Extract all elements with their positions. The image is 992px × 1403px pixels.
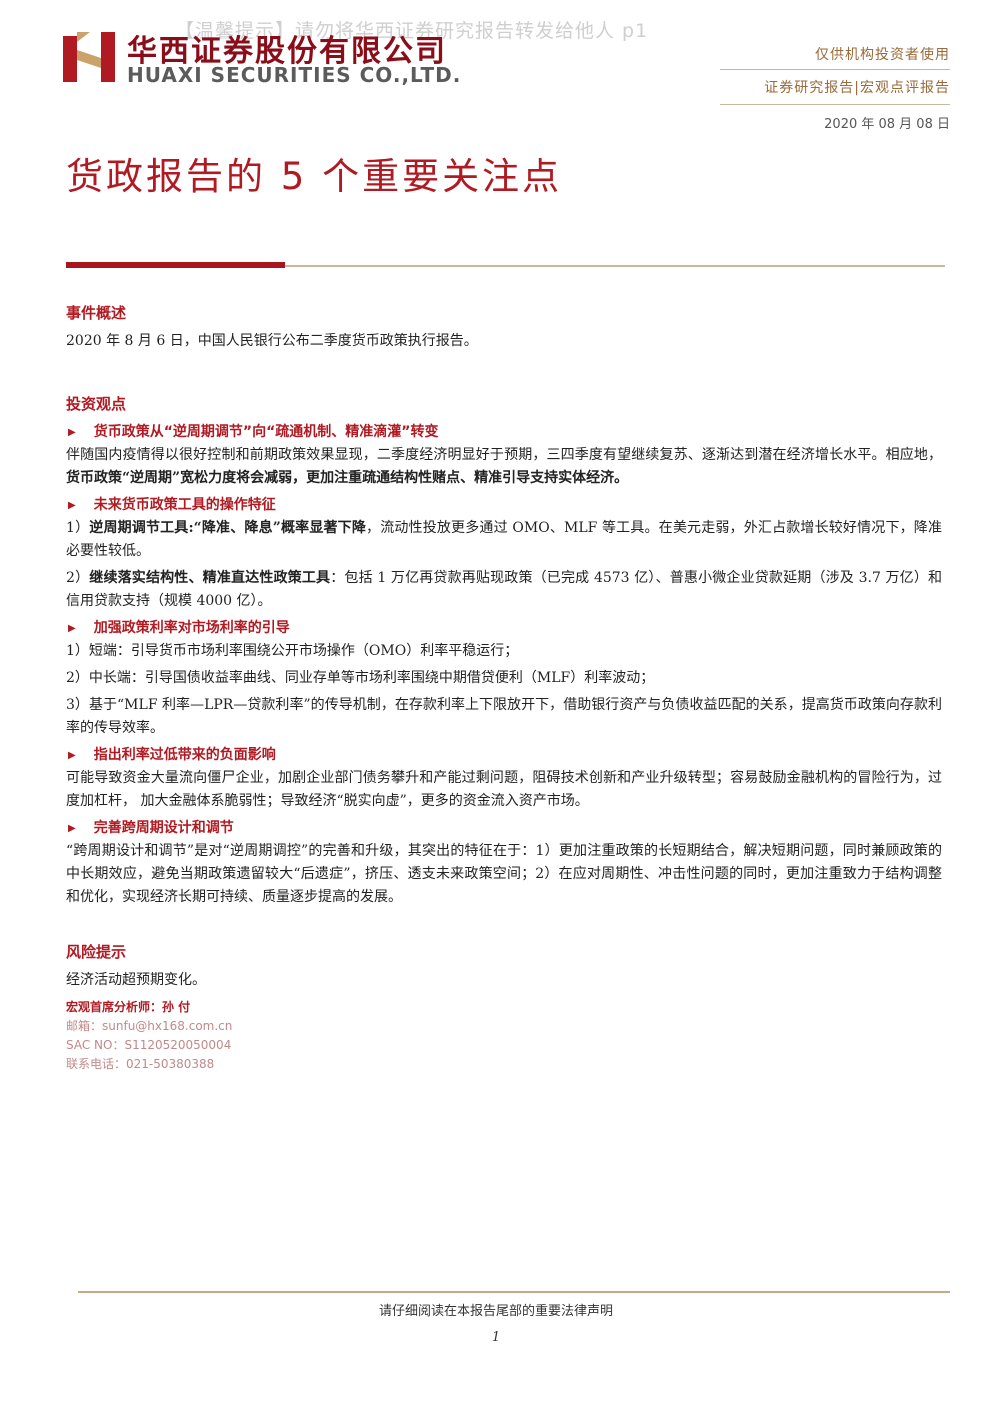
paragraph: 1）逆周期调节工具:“降准、降息”概率显著下降，流动性投放更多通过 OMO、ML…	[66, 520, 942, 559]
paragraph: 可能导致资金大量流向僵尸企业，加剧企业部门债务攀升和产能过剩问题，阻碍技术创新和…	[66, 770, 942, 809]
watermark: 【温馨提示】请勿将华西证券研究报告转发给他人 p1	[175, 20, 649, 42]
section-heading-views: 投资观点	[66, 395, 127, 413]
company-logo-icon	[63, 32, 115, 82]
analyst-info: 宏观首席分析师：孙 付 邮箱：sunfu@hx168.com.cn SAC NO…	[66, 998, 232, 1074]
paragraph: 伴随国内疫情得以很好控制和前期政策效果显现，二季度经济明显好于预期，三四季度有望…	[66, 447, 942, 486]
triangle-bullet-icon: ▶	[68, 427, 76, 438]
page-title: 货政报告的 5 个重要关注点	[66, 155, 563, 198]
report-type: 证券研究报告|宏观点评报告	[764, 80, 950, 96]
analyst-email: 邮箱：sunfu@hx168.com.cn	[66, 1019, 233, 1033]
paragraph: 1）短端：引导货币市场利率围绕公开市场操作（OMO）利率平稳运行；	[66, 643, 519, 659]
bullet-heading: ▶ 加强政策利率对市场利率的引导	[66, 617, 942, 640]
title-rule	[285, 265, 945, 267]
triangle-bullet-icon: ▶	[68, 500, 76, 511]
section-heading-event: 事件概述	[66, 304, 127, 322]
header-divider	[720, 104, 950, 105]
audience-note: 仅供机构投资者使用	[815, 47, 950, 63]
event-text: 2020 年 8 月 6 日，中国人民银行公布二季度货币政策执行报告。	[66, 333, 478, 349]
paragraph: 2）中长端：引导国债收益率曲线、同业存单等市场利率围绕中期借贷便利（MLF）利率…	[66, 670, 655, 686]
section-heading-risk: 风险提示	[66, 943, 127, 961]
paragraph: 2）继续落实结构性、精准直达性政策工具：包括 1 万亿再贷款再贴现政策（已完成 …	[66, 570, 943, 609]
report-body: 事件概述 2020 年 8 月 6 日，中国人民银行公布二季度货币政策执行报告。…	[66, 302, 942, 996]
footer-disclaimer: 请仔细阅读在本报告尾部的重要法律声明	[378, 1304, 613, 1319]
analyst-name: 宏观首席分析师：孙 付	[66, 1000, 191, 1014]
page-number: 1	[491, 1330, 501, 1345]
bullet-heading: ▶ 完善跨周期设计和调节	[66, 817, 942, 840]
header-divider	[720, 69, 950, 70]
title-rule	[66, 262, 285, 268]
triangle-bullet-icon: ▶	[68, 623, 76, 634]
analyst-phone: 联系电话：021-50380388	[66, 1057, 215, 1071]
report-date: 2020 年 08 月 08 日	[824, 117, 950, 132]
company-name-en: HUAXI SECURITIES CO.,LTD.	[127, 63, 462, 87]
company-name-cn: 华西证券股份有限公司	[127, 34, 447, 69]
paragraph: 3）基于“MLF 利率—LPR—贷款利率”的传导机制，在存款利率上下限放开下，借…	[66, 697, 942, 736]
risk-text: 经济活动超预期变化。	[66, 972, 206, 988]
analyst-sac: SAC NO：S1120520050004	[66, 1038, 232, 1052]
triangle-bullet-icon: ▶	[68, 750, 76, 761]
bullet-heading: ▶ 未来货币政策工具的操作特征	[66, 494, 942, 517]
paragraph: “跨周期设计和调节”是对“逆周期调控”的完善和升级，其突出的特征在于：1）更加注…	[66, 843, 942, 905]
bullet-heading: ▶ 指出利率过低带来的负面影响	[66, 744, 942, 767]
bullet-heading: ▶ 货币政策从“逆周期调节”向“疏通机制、精准滴灌”转变	[66, 421, 942, 444]
footer-divider	[78, 1291, 950, 1293]
triangle-bullet-icon: ▶	[68, 823, 76, 834]
